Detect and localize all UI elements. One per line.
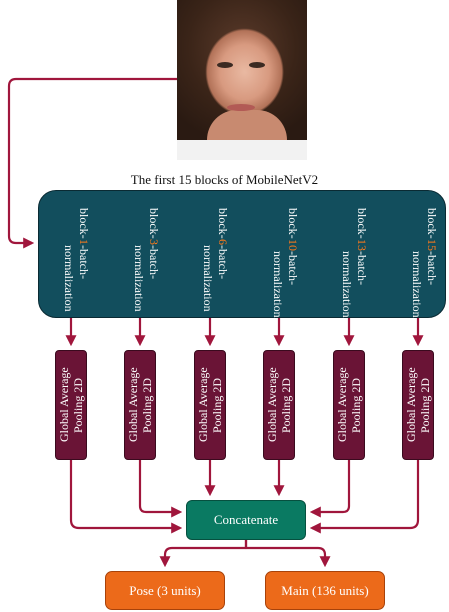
photo-right-eye — [249, 62, 265, 68]
block-suffix: -batch-normalization — [340, 250, 369, 318]
pooling-box-6: Global Average Pooling 2D — [402, 350, 434, 460]
mobilenet-block-panel — [38, 190, 446, 318]
arrow-pool-5-to-concat — [309, 460, 351, 518]
backbone-title: The first 15 blocks of MobileNetV2 — [130, 172, 319, 187]
arrow-pool-2-to-concat — [138, 460, 183, 518]
block-number: 15 — [425, 238, 439, 251]
photo-lips — [227, 104, 255, 111]
pooling-box-4: Global Average Pooling 2D — [263, 350, 295, 460]
arrow-concat-to-main — [244, 540, 331, 568]
block-prefix: block- — [286, 208, 300, 239]
block-prefix: block- — [216, 208, 230, 239]
pooling-box-1: Global Average Pooling 2D — [55, 350, 87, 460]
block-prefix: block- — [147, 208, 161, 239]
block-suffix: -batch-normalization — [201, 244, 230, 312]
block-prefix: block- — [77, 208, 91, 239]
block-prefix: block- — [355, 208, 369, 239]
concatenate-box: Concatenate — [186, 500, 306, 540]
block-number: 13 — [355, 238, 369, 251]
arrow-pool-1-to-concat — [69, 460, 183, 534]
photo-shirt — [177, 140, 307, 160]
block-label-3: block-3-batch-normalization — [125, 208, 161, 311]
face-photo — [177, 0, 307, 160]
arrow-concat-to-pose — [159, 540, 248, 568]
block-label-13: block-13-batch-normalization — [333, 208, 369, 317]
block-suffix: -batch-normalization — [132, 244, 161, 312]
block-label-10: block-10-batch-normalization — [264, 208, 300, 317]
arrow-pool-6-to-concat — [309, 460, 420, 534]
block-suffix: -batch-normalization — [62, 244, 91, 312]
pose-output-box: Pose (3 units) — [105, 571, 225, 610]
pooling-box-3: Global Average Pooling 2D — [194, 350, 226, 460]
block-label-1: block-1-batch-normalization — [55, 208, 91, 311]
main-output-box: Main (136 units) — [265, 571, 385, 610]
block-label-15: block-15-batch-normalization — [403, 208, 439, 317]
block-prefix: block- — [425, 208, 439, 239]
block-number: 6 — [216, 238, 230, 245]
block-suffix: -batch-normalization — [271, 250, 300, 318]
block-suffix: -batch-normalization — [410, 250, 439, 318]
block-label-6: block-6-batch-normalization — [194, 208, 230, 311]
photo-left-eye — [217, 62, 233, 68]
pooling-box-5: Global Average Pooling 2D — [333, 350, 365, 460]
pooling-box-2: Global Average Pooling 2D — [124, 350, 156, 460]
block-number: 10 — [286, 238, 300, 251]
